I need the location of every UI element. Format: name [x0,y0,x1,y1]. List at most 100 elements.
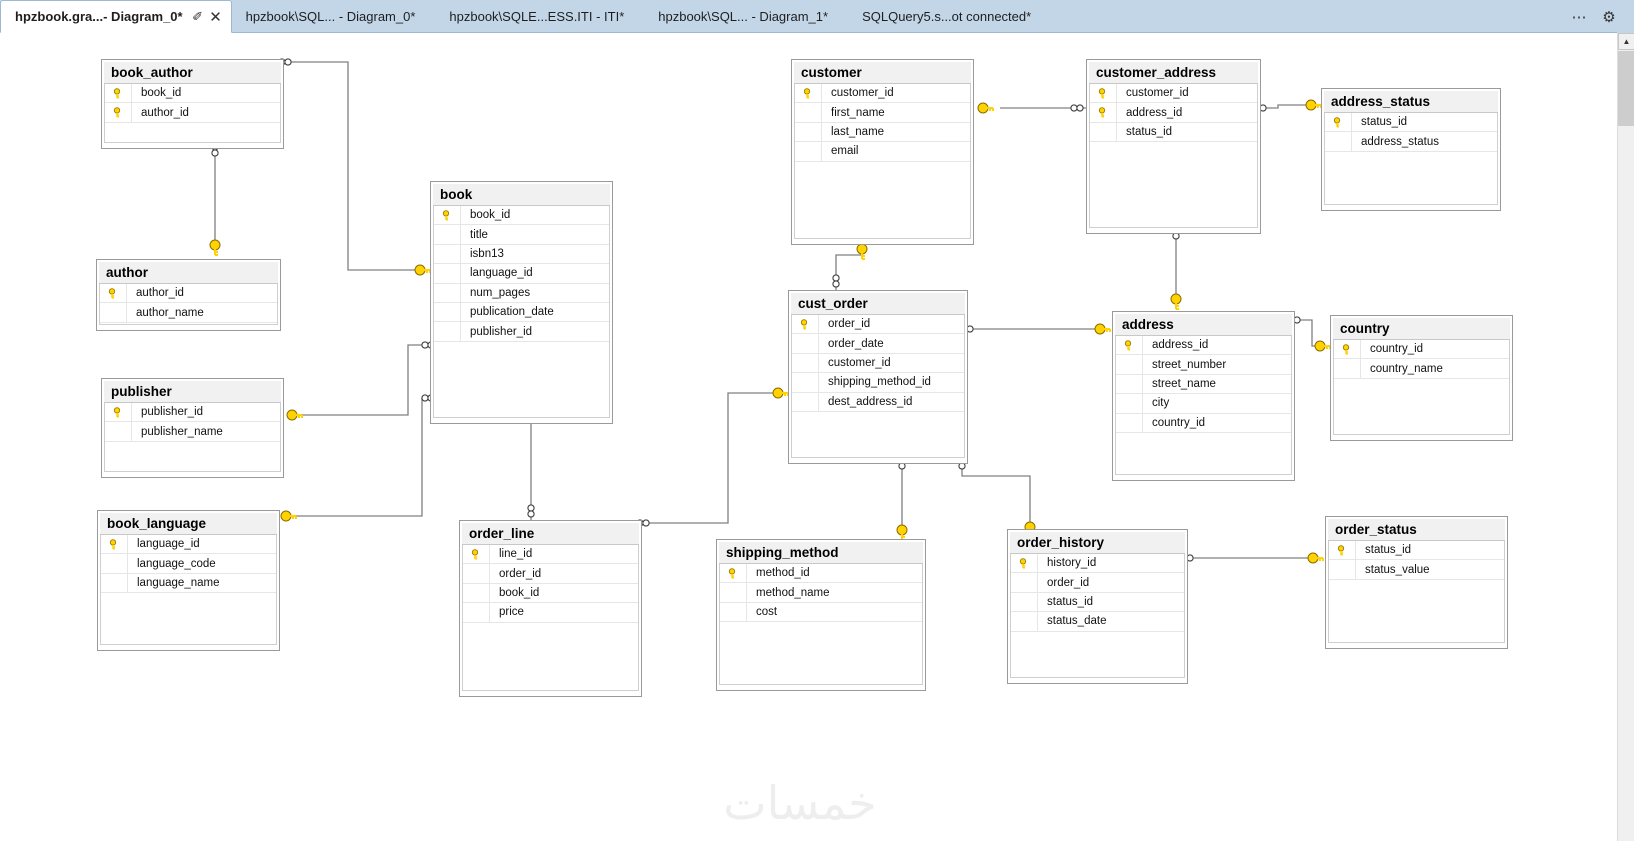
column-name: book_id [499,586,540,599]
key-cell-empty [1011,612,1038,631]
tab-3[interactable]: hpzbook\SQL... - Diagram_1* [644,0,848,33]
watermark: خمسات [723,776,877,830]
column-name: author_name [136,306,204,319]
key-cell-empty [434,244,461,264]
column-row[interactable]: status_id [1325,113,1497,133]
column-row[interactable]: customer_id [792,353,964,374]
column-row[interactable]: status_date [1011,612,1184,632]
column-row[interactable]: language_code [101,554,276,574]
column-row[interactable]: dest_address_id [792,392,964,412]
column-row[interactable]: book_id [434,206,609,226]
column-row[interactable]: author_name [100,303,277,323]
gear-icon[interactable]: ⚙ [1602,8,1616,26]
column-row[interactable]: publication_date [434,302,609,323]
pin-icon[interactable]: ✐ [192,8,204,24]
column-row[interactable]: method_id [720,564,922,584]
column-row[interactable]: street_number [1116,355,1291,375]
key-cell-empty [434,302,461,322]
key-cell-primary [792,315,819,334]
column-row[interactable]: city [1116,394,1291,414]
column-row[interactable]: customer_id [795,84,970,104]
column-row[interactable]: address_status [1325,132,1497,152]
column-row[interactable]: street_name [1116,374,1291,395]
column-row[interactable]: order_date [792,334,964,354]
scroll-up-icon[interactable]: ▲ [1618,33,1634,50]
tab-2[interactable]: hpzbook\SQLE...ESS.ITI - ITI* [435,0,644,33]
column-row[interactable]: method_name [720,583,922,603]
column-row[interactable]: isbn13 [434,244,609,265]
column-row[interactable]: country_name [1334,359,1509,379]
column-row[interactable]: publisher_name [105,422,280,442]
column-name: isbn13 [470,247,504,260]
column-name: country_name [1370,362,1443,375]
column-row[interactable]: history_id [1011,554,1184,574]
entity-title: customer [794,62,971,84]
column-row[interactable]: publisher_id [434,322,609,342]
tab-overflow-button[interactable]: ⋯ [1571,8,1587,26]
primary-key-icon [800,318,807,330]
column-row[interactable]: first_name [795,103,970,123]
key-cell-empty [105,422,132,441]
column-row[interactable]: status_id [1011,592,1184,613]
column-row[interactable]: customer_id [1090,84,1257,104]
column-row[interactable]: line_id [463,545,638,565]
tab-0[interactable]: hpzbook.gra...- Diagram_0*✐✕ [0,0,232,33]
column-row[interactable]: price [463,603,638,623]
column-row[interactable]: order_id [1011,573,1184,593]
column-row[interactable]: address_id [1090,103,1257,123]
column-row[interactable]: language_id [101,535,276,555]
tab-strip-spacer [1051,0,1564,32]
tab-1[interactable]: hpzbook\SQL... - Diagram_0* [232,0,436,33]
scrollbar-thumb[interactable] [1618,51,1634,126]
key-cell-empty [1116,374,1143,394]
column-row[interactable]: num_pages [434,283,609,303]
column-row[interactable]: shipping_method_id [792,373,964,393]
column-row[interactable]: title [434,225,609,245]
column-row[interactable]: author_id [105,103,280,123]
column-row[interactable]: cost [720,602,922,623]
column-row[interactable]: last_name [795,122,970,143]
close-icon[interactable]: ✕ [209,8,222,26]
column-row[interactable]: address_id [1116,336,1291,356]
column-row[interactable]: status_id [1329,541,1504,561]
vertical-scrollbar[interactable]: ▲ [1617,33,1634,841]
column-row[interactable]: country_id [1116,413,1291,433]
key-cell-primary [1329,541,1356,560]
column-row[interactable]: status_id [1090,122,1257,143]
column-row[interactable]: author_id [100,284,277,304]
key-cell-primary [720,564,747,583]
column-row[interactable]: order_id [792,315,964,335]
column-row[interactable]: order_id [463,564,638,584]
column-name: status_id [1365,544,1412,557]
column-row[interactable]: publisher_id [105,403,280,423]
column-row[interactable]: email [795,142,970,162]
column-row[interactable]: status_value [1329,560,1504,580]
column-row[interactable]: book_id [463,583,638,604]
column-row[interactable]: book_id [105,84,280,104]
key-cell-empty [463,603,490,622]
column-row[interactable]: country_id [1334,340,1509,360]
tab-4[interactable]: SQLQuery5.s...ot connected* [848,0,1051,33]
column-row[interactable]: language_id [434,264,609,284]
key-cell-empty [1011,592,1038,612]
column-row[interactable]: language_name [101,573,276,594]
key-cell-primary [105,84,132,103]
